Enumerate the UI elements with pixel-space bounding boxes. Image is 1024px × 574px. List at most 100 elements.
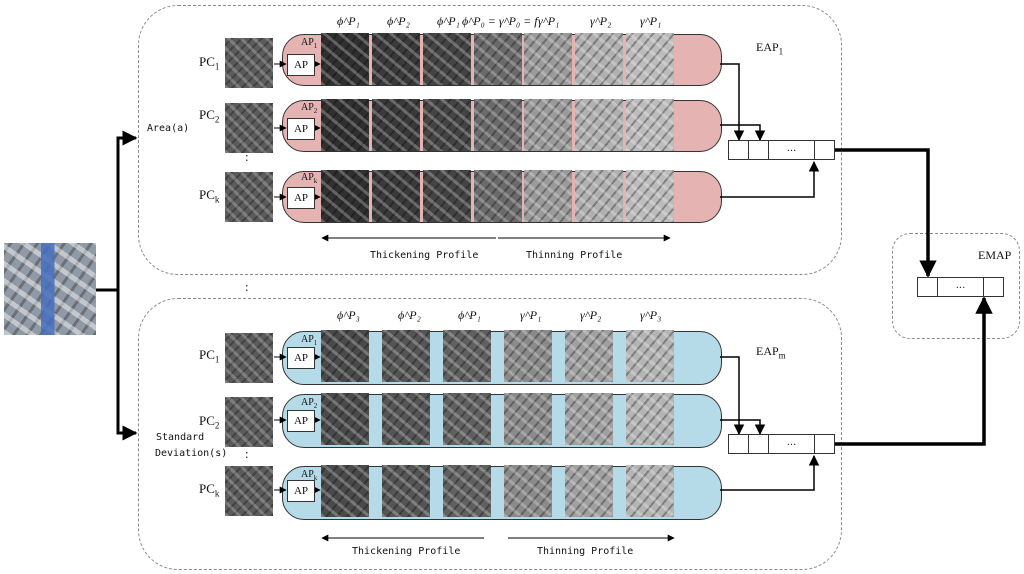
bottom-symbol-2: ϕ^P₂ [398, 308, 421, 322]
top-symbol-6: γ^P₂ [590, 14, 612, 28]
top-eap-label: EAP1 [756, 40, 784, 57]
stack-cell [814, 140, 835, 160]
bottom-pc-label-k: PCk [199, 481, 220, 499]
top-feature-stack: ... [728, 140, 835, 160]
bottom-symbol-3: ϕ^P₁ [458, 308, 481, 322]
top-profile-image [524, 33, 572, 85]
std-label-line1: Standard [156, 432, 205, 443]
top-pc-image-k [225, 172, 273, 222]
bottom-ap-box-1: AP [287, 347, 315, 369]
bottom-profile-image [565, 330, 613, 382]
bottom-pc-image-1 [225, 333, 273, 383]
bottom-eap-label: EAPm [756, 344, 786, 361]
stack-cell [728, 140, 749, 160]
top-profile-image [626, 99, 674, 151]
top-profile-image [321, 99, 369, 151]
top-profile-image [524, 170, 572, 222]
stack-cell [917, 277, 938, 297]
bottom-profile-image [443, 393, 491, 445]
bottom-ap-label-1: AP1 [301, 334, 318, 347]
bottom-ap-label-k: APk [301, 469, 318, 482]
top-symbol-5: γ^P₁ [538, 14, 560, 28]
top-profile-image [626, 33, 674, 85]
middle-ellipsis: : [245, 279, 249, 294]
top-ap-box-k: AP [287, 187, 315, 209]
top-profile-image [474, 33, 522, 85]
bottom-profile-image [504, 393, 552, 445]
bottom-thickening-label: Thickening Profile [352, 546, 461, 557]
stack-dots-cell: ... [768, 140, 815, 160]
top-profile-image [321, 33, 369, 85]
bottom-profile-image [626, 393, 674, 445]
bottom-profile-image [382, 330, 430, 382]
bottom-profile-image [443, 465, 491, 517]
emap-label: EMAP [978, 248, 1012, 262]
top-symbol-4: ϕ^P₀ = γ^P₀ = f [462, 14, 538, 28]
top-thinning-label: Thinning Profile [526, 250, 623, 261]
top-symbol-2: ϕ^P₂ [387, 14, 410, 28]
bottom-feature-stack: ... [728, 434, 835, 454]
top-profile-image [372, 33, 420, 85]
bottom-ellipsis: : [245, 446, 249, 461]
bottom-thinning-label: Thinning Profile [537, 546, 634, 557]
top-profile-image [372, 170, 420, 222]
top-ellipsis: : [245, 149, 249, 164]
stack-dots-cell: ... [937, 277, 984, 297]
stack-cell [983, 277, 1004, 297]
top-ap-label-2: AP2 [301, 102, 318, 115]
top-profile-image [423, 99, 471, 151]
top-pc-image-1 [225, 38, 273, 88]
top-ap-box-2: AP [287, 118, 315, 140]
top-profile-image [575, 99, 623, 151]
std-label-line2: Deviation(s) [155, 448, 228, 459]
top-profile-image [626, 170, 674, 222]
bottom-profile-image [565, 465, 613, 517]
top-thickening-label: Thickening Profile [370, 250, 479, 261]
bottom-profile-image [321, 393, 369, 445]
top-profile-image [575, 170, 623, 222]
bottom-symbol-6: γ^P₃ [640, 308, 662, 322]
bottom-profile-image [504, 465, 552, 517]
stack-cell [814, 434, 835, 454]
top-symbol-3: ϕ^P₁ [437, 14, 460, 28]
top-profile-image [321, 170, 369, 222]
bottom-pc-image-2 [225, 397, 273, 447]
stack-cell [748, 434, 769, 454]
bottom-profile-image [565, 393, 613, 445]
input-rgb-image [4, 243, 96, 335]
top-profile-image [423, 170, 471, 222]
bottom-profile-image [321, 330, 369, 382]
bottom-ap-box-k: AP [287, 480, 315, 502]
bottom-profile-image [321, 465, 369, 517]
top-profile-image [524, 99, 572, 151]
bottom-ap-box-2: AP [287, 410, 315, 432]
top-pc-label-k: PCk [199, 187, 220, 205]
area-label: Area(a) [147, 123, 190, 134]
bottom-symbol-1: ϕ^P₃ [337, 308, 360, 322]
bottom-profile-image [443, 330, 491, 382]
bottom-symbol-4: γ^P₁ [520, 308, 542, 322]
top-pc-image-2 [225, 103, 273, 153]
bottom-ap-label-2: AP2 [301, 397, 318, 410]
bottom-pc-image-k [225, 466, 273, 516]
bottom-pc-label-2: PC2 [199, 413, 220, 431]
top-profile-image [474, 99, 522, 151]
top-ap-box-1: AP [287, 54, 315, 76]
top-ap-label-k: APk [301, 172, 318, 185]
top-pc-label-2: PC2 [199, 107, 220, 125]
stack-dots-cell: ... [768, 434, 815, 454]
top-symbol-1: ϕ^P₁ [337, 14, 360, 28]
top-pc-label-1: PC1 [199, 54, 220, 72]
stack-cell [728, 434, 749, 454]
stack-cell [748, 140, 769, 160]
bottom-profile-image [626, 330, 674, 382]
top-profile-image [372, 99, 420, 151]
top-profile-image [575, 33, 623, 85]
top-profile-image [474, 170, 522, 222]
top-profile-image [423, 33, 471, 85]
top-ap-label-1: AP1 [301, 37, 318, 50]
bottom-profile-image [504, 330, 552, 382]
bottom-pc-label-1: PC1 [199, 347, 220, 365]
bottom-symbol-5: γ^P₂ [580, 308, 602, 322]
